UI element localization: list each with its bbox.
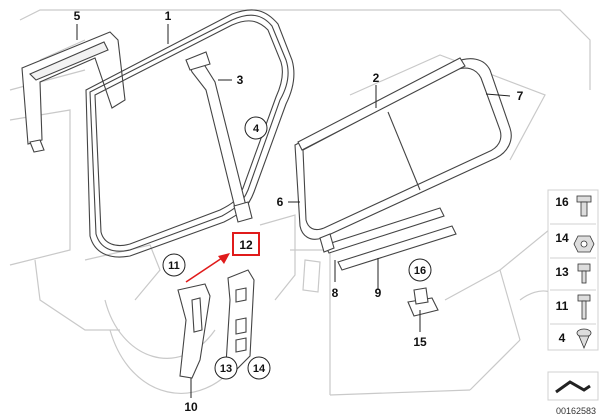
highlighted-callout-12[interactable]: 12 [232,232,260,256]
callout-12: 12 [239,238,253,252]
callout-14: 14 [253,363,266,375]
nut-icon [573,235,595,253]
long-screw-icon [577,294,591,320]
legend-item-4[interactable]: 4 [559,328,592,350]
window-seal-part[interactable] [85,9,295,258]
legend-item-14[interactable]: 14 [555,231,595,253]
bolt-icon [576,195,592,217]
svg-text:16: 16 [555,195,569,209]
highlight-arrow [185,253,230,283]
car-body-outline [9,9,591,396]
callout-2: 2 [373,71,380,85]
callout-labels: 5 1 3 2 7 6 8 9 15 10 [74,9,524,414]
callout-15: 15 [413,335,427,349]
legend-item-13[interactable]: 13 [555,263,591,284]
lower-bracket-parts[interactable] [177,269,255,379]
legend-item-11[interactable]: 11 [556,294,591,320]
svg-text:14: 14 [555,231,569,245]
legend-item-16[interactable]: 16 [555,195,592,217]
svg-text:13: 13 [555,265,569,279]
fastener-legend: 16 14 13 11 [547,189,599,401]
callout-13: 13 [220,363,232,375]
callout-7: 7 [517,89,524,103]
callout-4: 4 [253,123,260,135]
leader-lines [76,24,511,398]
screw-icon [577,263,591,284]
vertical-strip-part[interactable] [185,51,253,223]
callout-9: 9 [375,286,382,300]
small-clip-part[interactable] [407,287,439,317]
callout-11: 11 [168,260,180,272]
callout-1: 1 [165,9,172,23]
circled-callouts: 4 11 13 14 16 [162,116,432,380]
rear-window-glass[interactable] [294,57,512,240]
crossed-arrow-icon [547,371,599,401]
callout-3: 3 [237,73,244,87]
callout-16: 16 [414,265,426,277]
clip-icon [576,328,592,350]
callout-10: 10 [184,400,198,414]
callout-5: 5 [74,9,81,23]
callout-8: 8 [332,286,339,300]
lower-trim-strips[interactable] [319,207,457,271]
svg-text:4: 4 [559,331,566,345]
callout-6: 6 [277,195,284,209]
svg-text:11: 11 [556,299,569,313]
document-id: 00162583 [556,406,596,416]
pillar-trim-part[interactable] [21,31,126,153]
